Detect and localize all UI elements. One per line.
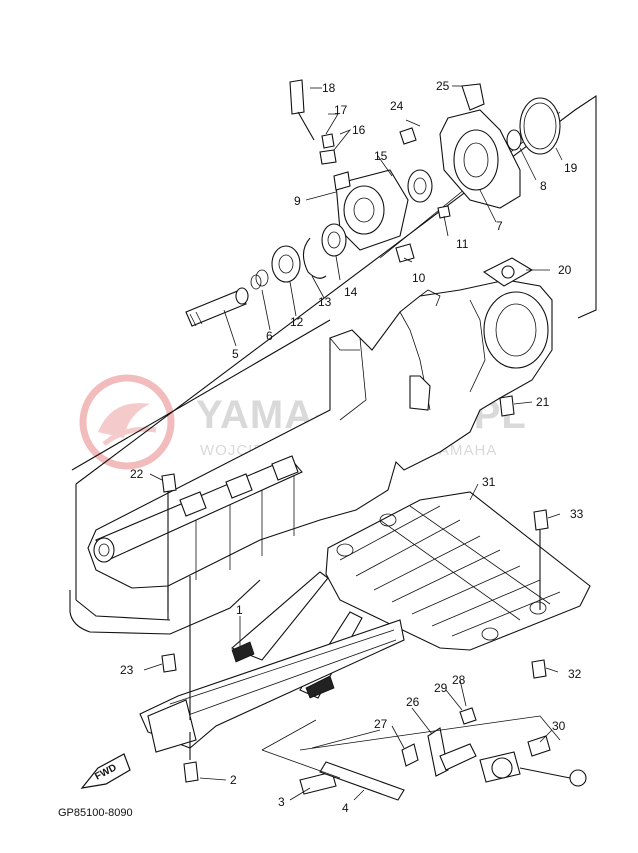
callout-33: 33 xyxy=(570,507,584,521)
callout-19: 19 xyxy=(564,161,578,175)
grease-nipple xyxy=(289,79,451,263)
watermark-logo-mark xyxy=(98,403,150,438)
fasteners xyxy=(161,257,549,783)
callout-13: 13 xyxy=(318,295,332,309)
callout-10: 10 xyxy=(412,271,426,285)
leader-lines xyxy=(143,85,563,801)
callout-26: 26 xyxy=(406,695,420,709)
callout-30: 30 xyxy=(552,719,566,733)
callout-16: 16 xyxy=(352,123,366,137)
strips xyxy=(261,719,405,801)
callout-1: 1 xyxy=(236,603,243,617)
callout-27: 27 xyxy=(374,717,388,731)
callout-31: 31 xyxy=(482,475,496,489)
callout-18: 18 xyxy=(322,81,336,95)
callout-4: 4 xyxy=(342,801,349,815)
callout-9: 9 xyxy=(294,194,301,208)
input-shaft xyxy=(185,287,249,327)
callout-15: 15 xyxy=(374,149,388,163)
callout-3: 3 xyxy=(278,795,285,809)
callout-6: 6 xyxy=(266,329,273,343)
bearing-housing xyxy=(439,83,561,209)
callout-23: 23 xyxy=(120,663,134,677)
callout-2: 2 xyxy=(230,773,237,787)
intake-grate xyxy=(325,491,591,651)
callout-8: 8 xyxy=(540,179,547,193)
callout-29: 29 xyxy=(434,681,448,695)
cable-bracket xyxy=(299,707,587,787)
callout-14: 14 xyxy=(344,285,358,299)
callout-21: 21 xyxy=(536,395,550,409)
callout-11: 11 xyxy=(456,237,469,251)
diagram-code: GP85100-8090 xyxy=(58,807,133,819)
callout-22: 22 xyxy=(130,467,144,481)
callout-24: 24 xyxy=(390,99,404,113)
drive-shaft xyxy=(93,455,303,563)
bearing-group xyxy=(250,169,433,290)
watermark-logo-icon xyxy=(79,374,175,470)
callout-17: 17 xyxy=(334,103,348,117)
callout-5: 5 xyxy=(232,347,239,361)
callout-7: 7 xyxy=(496,219,503,233)
forward-direction-icon: FWD xyxy=(80,753,131,789)
callout-20: 20 xyxy=(558,263,572,277)
callout-28: 28 xyxy=(452,673,466,687)
callout-12: 12 xyxy=(290,315,304,329)
callout-labels: 18 17 16 15 9 24 25 19 8 7 11 10 14 13 1… xyxy=(120,79,584,815)
callout-32: 32 xyxy=(568,667,582,681)
ride-plate xyxy=(139,571,405,753)
callout-25: 25 xyxy=(436,79,450,93)
